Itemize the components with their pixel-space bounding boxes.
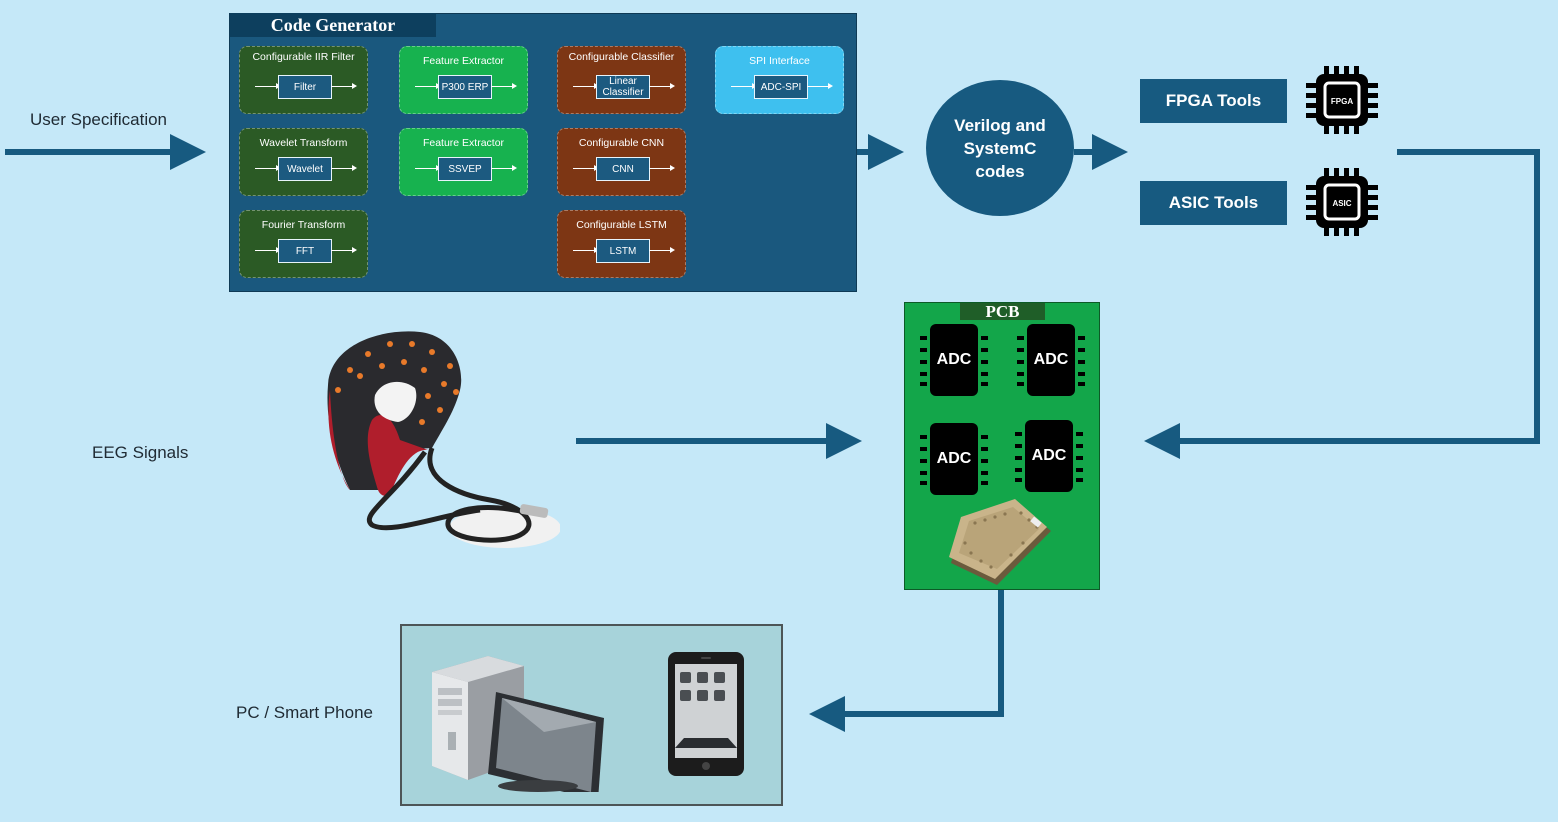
module-block: Filter [278,75,332,99]
adc-chip-2: ADC [1027,324,1075,396]
module-lstm: Configurable LSTM LSTM [557,210,686,278]
module-title: Feature Extractor [422,55,505,67]
module-block: CNN [596,157,650,181]
module-title: Fourier Transform [261,219,346,231]
module-block: FFT [278,239,332,263]
desktop-pc-icon [432,656,604,792]
wireless-module-icon [949,499,1051,585]
module-block: ADC-SPI [754,75,808,99]
asic-chip-label: ASIC [1332,199,1351,208]
arrow-pcb-pc [809,588,1004,732]
fpga-chip-icon: FPGA [1302,66,1382,136]
module-p300: Feature Extractor P300 ERP [399,46,528,114]
pcb-board: PCB ADC ADC ADC ADC [904,302,1100,590]
module-iir-filter: Configurable IIR Filter Filter [239,46,368,114]
smartphone-icon [668,652,744,776]
adc-chip-3: ADC [930,423,978,495]
module-title: SPI Interface [749,55,810,67]
eeg-signals-label: EEG Signals [92,443,189,462]
pc-smartphone-label: PC / Smart Phone [236,703,374,722]
module-title: Configurable Classifier [568,51,675,63]
module-linear-classifier: Configurable Classifier Linear Classifie… [557,46,686,114]
module-title: Configurable IIR Filter [252,51,355,63]
asic-tools-box: ASIC Tools [1140,181,1287,225]
asic-chip-icon: ASIC [1302,168,1382,238]
fpga-tools-box: FPGA Tools [1140,79,1287,123]
verilog-systemc-node: Verilog and SystemC codes [926,80,1074,216]
code-generator-panel: Code Generator Configurable IIR Filter F… [229,13,857,292]
module-title: Wavelet Transform [259,137,348,149]
module-block: P300 ERP [438,75,492,99]
user-specification-label: User Specification [30,110,168,129]
module-title: Configurable CNN [578,137,665,149]
module-block: SSVEP [438,157,492,181]
adc-chip-1: ADC [930,324,978,396]
module-block: Wavelet [278,157,332,181]
adc-chip-4: ADC [1025,420,1073,492]
module-block: Linear Classifier [596,75,650,99]
module-spi: SPI Interface ADC-SPI [715,46,844,114]
module-fft: Fourier Transform FFT [239,210,368,278]
verilog-systemc-label: Verilog and SystemC codes [954,115,1046,181]
fpga-chip-label: FPGA [1331,97,1353,106]
code-generator-title: Code Generator [230,13,436,37]
arrow-tools-pcb [1144,149,1540,459]
module-title: Configurable LSTM [576,219,667,231]
module-block: LSTM [596,239,650,263]
pcb-title: PCB [960,303,1045,320]
module-cnn: Configurable CNN CNN [557,128,686,196]
pc-smartphone-box [400,624,783,806]
module-title: Feature Extractor [422,137,505,149]
eeg-cap-image [327,331,560,548]
module-ssvep: Feature Extractor SSVEP [399,128,528,196]
module-wavelet: Wavelet Transform Wavelet [239,128,368,196]
